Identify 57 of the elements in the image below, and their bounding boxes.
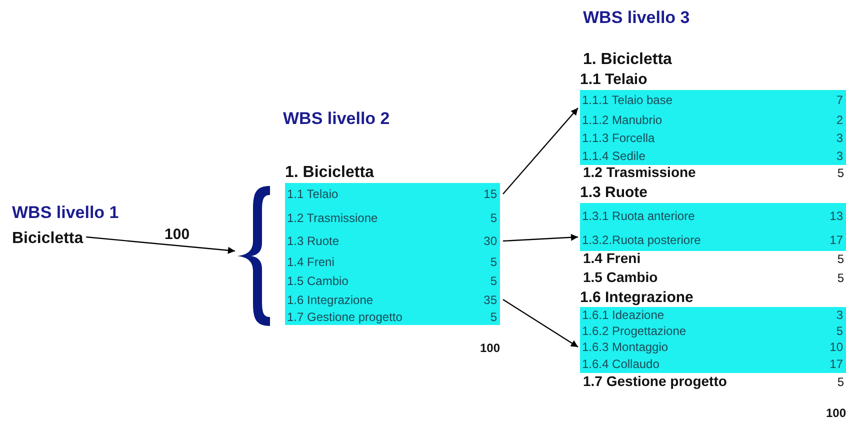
task-name: 1.3 Ruote <box>287 234 340 248</box>
task-value: 5 <box>490 310 497 324</box>
arrow <box>502 234 578 242</box>
arrow <box>502 108 578 194</box>
task-name: 1.1.3 Forcella <box>582 131 655 145</box>
level-heading: WBS livello 2 <box>283 109 390 129</box>
total-value: 100 <box>480 341 500 355</box>
item-name: 1. Bicicletta <box>583 51 672 69</box>
task-name: 1.3.2.Ruota posteriore <box>582 233 701 247</box>
task-name: 1.6 Integrazione <box>287 292 374 306</box>
task-value: 17 <box>830 233 843 247</box>
task-name: 1.1.2 Manubrio <box>582 113 662 127</box>
item-value: 5 <box>837 375 844 389</box>
item-name: Bicicletta <box>12 230 84 247</box>
task-value: 30 <box>484 234 497 248</box>
level-heading: WBS livello 1 <box>12 203 119 223</box>
task-value: 15 <box>484 187 497 201</box>
task-value: 10 <box>830 340 843 354</box>
arrow <box>86 236 236 254</box>
task-value: 5 <box>836 324 843 338</box>
item-value: 5 <box>837 252 844 266</box>
item-name: 1.4 Freni <box>583 250 641 266</box>
group-heading: 1.1 Telaio <box>580 70 648 90</box>
task-value: 5 <box>490 210 497 224</box>
task-name: 1.2 Trasmissione <box>287 210 378 224</box>
task-value: 5 <box>490 274 497 288</box>
item-name: 1.5 Cambio <box>583 269 658 285</box>
task-name: 1.1.4 Sedile <box>582 148 646 162</box>
task-value: 35 <box>484 292 497 306</box>
group-heading: 1. Bicicletta <box>285 163 375 183</box>
group-heading: 1.3 Ruote <box>580 183 649 203</box>
item-value: 5 <box>837 166 844 180</box>
total-value: 100 <box>826 406 846 420</box>
task-name: 1.6.3 Montaggio <box>582 340 668 354</box>
item-value: 5 <box>837 271 844 285</box>
task-value: 7 <box>836 93 843 107</box>
task-name: 1.1.1 Telaio base <box>582 93 673 107</box>
item-name: 1.2 Trasmissione <box>583 164 696 180</box>
task-value: 3 <box>836 131 843 145</box>
task-value: 5 <box>490 254 497 268</box>
task-name: 1.5 Cambio <box>287 274 348 288</box>
task-value: 13 <box>830 209 843 223</box>
task-name: 1.4 Freni <box>287 254 334 268</box>
task-value: 2 <box>836 113 843 127</box>
task-name: 1.6.1 Ideazione <box>582 308 664 322</box>
task-value: 3 <box>836 148 843 162</box>
task-name: 1.3.1 Ruota anteriore <box>582 209 695 223</box>
task-name: 1.6.4 Collaudo <box>582 357 660 371</box>
arrow <box>502 299 578 348</box>
task-value: 3 <box>836 308 843 322</box>
level-heading: WBS livello 3 <box>583 8 690 28</box>
task-value: 17 <box>830 357 843 371</box>
task-name: 1.1 Telaio <box>287 187 338 201</box>
item-name: 1.7 Gestione progetto <box>583 373 727 389</box>
task-name: 1.7 Gestione progetto <box>287 310 402 324</box>
task-name: 1.6.2 Progettazione <box>582 324 686 338</box>
group-heading: 1.6 Integrazione <box>580 288 694 307</box>
